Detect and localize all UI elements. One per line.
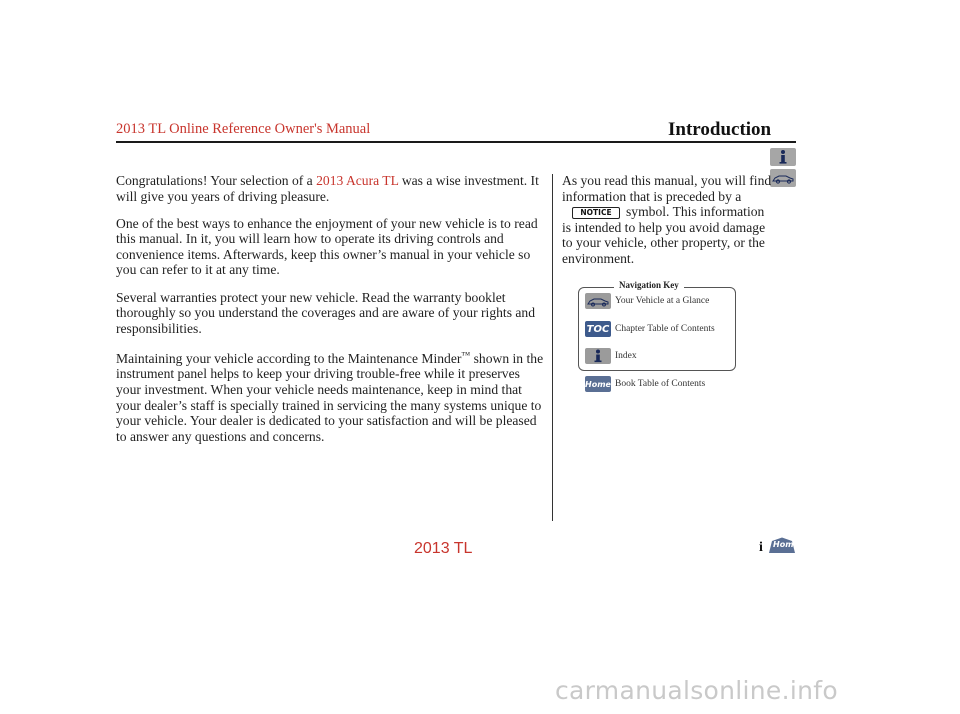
intro-text-column: Congratulations! Your selection of a 201… xyxy=(116,173,544,456)
nav-key-label: Chapter Table of Contents xyxy=(615,324,715,334)
column-divider xyxy=(552,174,553,521)
info-icon xyxy=(594,349,602,363)
nav-key-vehicle-button[interactable] xyxy=(585,293,611,309)
intro-paragraph-3: Several warranties protect your new vehi… xyxy=(116,289,536,336)
paragraph-text: As you read this manual, you will find i… xyxy=(562,173,772,204)
home-button[interactable]: Home xyxy=(768,537,799,554)
nav-key-label: Your Vehicle at a Glance xyxy=(615,296,710,306)
toc-icon: TOC xyxy=(586,323,610,335)
footer-model-label: 2013 TL xyxy=(414,540,473,557)
info-icon xyxy=(779,150,787,164)
notice-badge: NOTICE xyxy=(572,207,620,220)
notice-paragraph: As you read this manual, you will find i… xyxy=(562,173,772,267)
nav-key-label: Book Table of Contents xyxy=(615,379,706,389)
nav-key-index-button[interactable] xyxy=(585,348,611,364)
car-icon xyxy=(587,298,609,307)
car-icon xyxy=(772,175,794,184)
nav-key-label: Index xyxy=(615,351,637,361)
home-icon-text: Home xyxy=(773,540,799,549)
navigation-key-title: Navigation Key xyxy=(614,280,684,290)
nav-key-toc-button[interactable]: TOC xyxy=(585,321,611,337)
intro-paragraph-1: Congratulations! Your selection of a 201… xyxy=(116,173,544,204)
manual-title-link[interactable]: 2013 TL Online Reference Owner's Manual xyxy=(116,121,371,137)
home-icon xyxy=(769,537,795,553)
index-tab-button[interactable] xyxy=(770,148,796,166)
home-icon: Home xyxy=(585,379,611,389)
vehicle-tab-button[interactable] xyxy=(770,169,796,187)
paragraph-text: was a wise investment. It will give you … xyxy=(116,173,539,204)
section-title: Introduction xyxy=(668,119,772,140)
intro-paragraph-4: Maintaining your vehicle according to th… xyxy=(116,348,544,445)
page-number: i xyxy=(759,540,763,555)
notice-text-column: As you read this manual, you will find i… xyxy=(562,173,772,267)
paragraph-text: Congratulations! Your selection of a xyxy=(116,173,317,188)
trademark-symbol: ™ xyxy=(461,349,471,360)
acura-tl-link[interactable]: 2013 Acura TL xyxy=(316,173,399,188)
nav-key-home-button[interactable]: Home xyxy=(585,376,611,392)
paragraph-text: shown in the instrument panel helps to k… xyxy=(116,350,544,444)
watermark: carmanualsonline.info xyxy=(555,676,838,705)
header-divider xyxy=(116,141,796,143)
paragraph-text: Maintaining your vehicle according to th… xyxy=(116,350,462,366)
intro-paragraph-2: One of the best ways to enhance the enjo… xyxy=(116,215,538,278)
paragraph-text: symbol. This information is intended to … xyxy=(562,204,766,266)
